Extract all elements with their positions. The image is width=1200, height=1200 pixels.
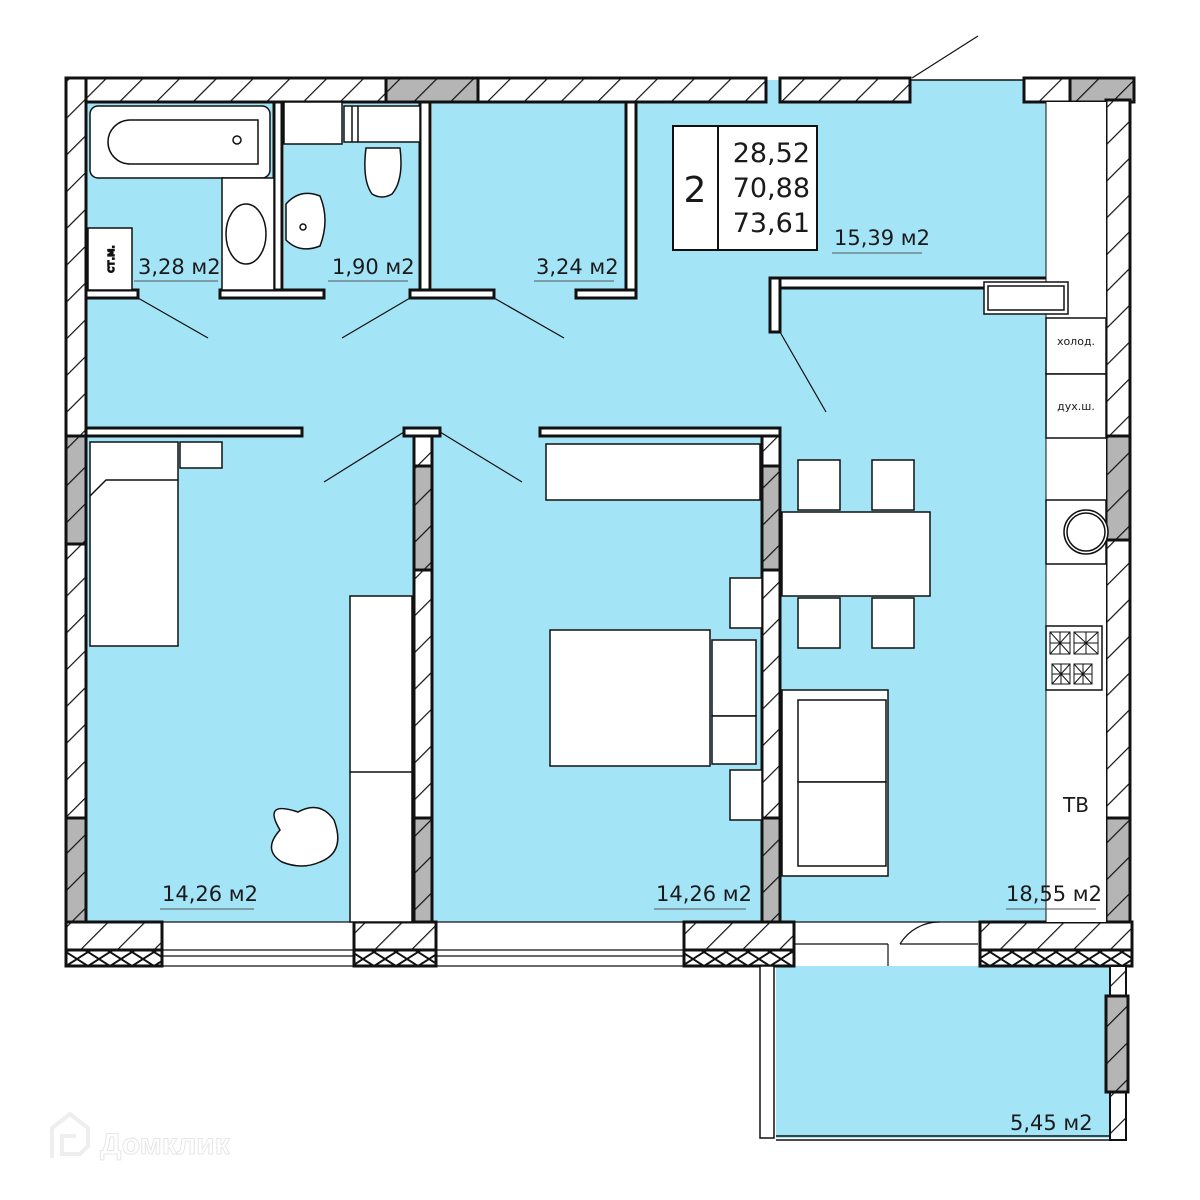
- tv-label: ТВ: [1062, 793, 1089, 817]
- storage-floor: [432, 102, 628, 294]
- bathroom-fixtures: ст.м.: [87, 101, 421, 291]
- kitchen-fixtures: холод. дух.ш. ТВ: [781, 102, 1109, 922]
- living-area: 28,52: [733, 138, 810, 169]
- fridge-label: холод.: [1057, 335, 1095, 348]
- balcony-floor: [776, 966, 1110, 1138]
- interior-walls: [84, 100, 1108, 924]
- domclick-watermark: Домклик: [50, 1111, 231, 1162]
- wardrobe: [349, 595, 413, 923]
- bathroom-area: 3,28 м2: [138, 255, 221, 279]
- balcony: [759, 965, 1130, 1141]
- washing-machine: [87, 227, 133, 291]
- domclick-logo-icon: [50, 1111, 90, 1158]
- balcony-area: 5,45 м2: [1010, 1111, 1093, 1135]
- window-left: [162, 921, 354, 967]
- single-bed: [89, 441, 179, 647]
- watermark-text: Домклик: [100, 1128, 231, 1161]
- washing-machine-label: ст.м.: [104, 245, 117, 273]
- chair-round: [270, 806, 339, 867]
- balcony-door: [794, 921, 980, 966]
- toilet-area: 1,90 м2: [332, 255, 415, 279]
- door-swings: [137, 297, 827, 483]
- room-labels: 3,28 м2 1,90 м2 3,24 м2 15,39 м2 14,26 м…: [134, 226, 1102, 1135]
- chair: [871, 459, 915, 511]
- total-area-with-balcony: 73,61: [733, 208, 810, 239]
- dining-table: [781, 511, 931, 597]
- rooms-count: 2: [684, 170, 707, 211]
- bedroom-middle-area: 14,26 м2: [656, 882, 752, 906]
- kitchen-living-area: 18,55 м2: [1006, 882, 1102, 906]
- dresser: [545, 443, 761, 501]
- oven-label: дух.ш.: [1057, 400, 1095, 413]
- storage-area: 3,24 м2: [536, 255, 619, 279]
- stove-burners: [1049, 631, 1099, 685]
- total-area: 70,88: [733, 173, 810, 204]
- chair: [797, 597, 841, 649]
- hallway-area: 15,39 м2: [834, 226, 930, 250]
- double-bed: [549, 629, 711, 767]
- chair: [797, 459, 841, 511]
- bedroom-fixtures: [89, 441, 763, 923]
- oven: [1045, 373, 1107, 439]
- bedroom-left-area: 14,26 м2: [162, 882, 258, 906]
- fridge: [1045, 317, 1107, 375]
- chair: [871, 597, 915, 649]
- window-middle: [436, 921, 684, 967]
- apartment-summary: 2 28,52 70,88 73,61: [672, 125, 818, 251]
